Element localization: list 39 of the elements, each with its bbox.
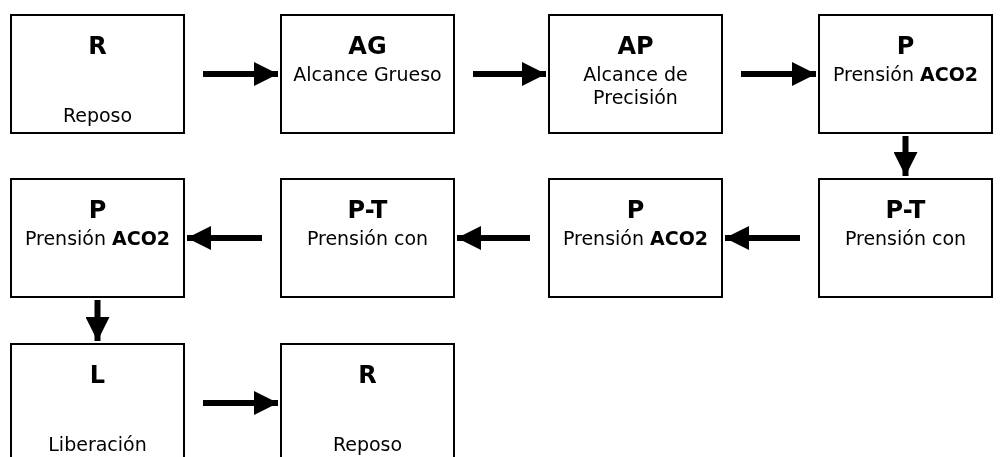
process-box: [818, 14, 993, 134]
step-description: Reposo: [61, 104, 134, 127]
step-code: P: [895, 32, 916, 60]
step-description: Prensión con: [843, 227, 968, 250]
step-code: AG: [347, 32, 388, 60]
step-code: P: [625, 196, 646, 224]
process-box: [818, 178, 993, 298]
process-box: [10, 178, 185, 298]
process-box: [10, 14, 185, 134]
step-code: P-T: [346, 196, 389, 224]
step-description: Alcance Grueso: [292, 63, 443, 86]
step-code: R: [357, 361, 378, 389]
step-description: Liberación: [47, 433, 148, 456]
process-box: [280, 178, 455, 298]
step-description: Prensión ACO2: [831, 63, 980, 86]
step-code: P-T: [884, 196, 927, 224]
step-description: Alcance de Precisión: [582, 63, 689, 109]
arrow: [85, 300, 110, 341]
step-description: Reposo: [331, 433, 404, 456]
step-code: R: [87, 32, 108, 60]
arrow: [457, 226, 530, 250]
arrow: [893, 136, 918, 176]
process-box: [548, 14, 723, 134]
step-description: Prensión ACO2: [23, 227, 172, 250]
arrow: [187, 226, 262, 250]
process-box: [280, 14, 455, 134]
step-description: Prensión ACO2: [561, 227, 710, 250]
process-box: [548, 178, 723, 298]
step-description: Prensión con: [305, 227, 430, 250]
arrow: [203, 391, 278, 415]
step-code: AP: [616, 32, 655, 60]
process-box: [280, 343, 455, 457]
arrow: [725, 226, 800, 250]
arrow: [473, 62, 546, 86]
step-code: P: [87, 196, 108, 224]
arrow: [741, 62, 816, 86]
step-code: L: [88, 361, 107, 389]
process-box: [10, 343, 185, 457]
arrow: [203, 62, 278, 86]
